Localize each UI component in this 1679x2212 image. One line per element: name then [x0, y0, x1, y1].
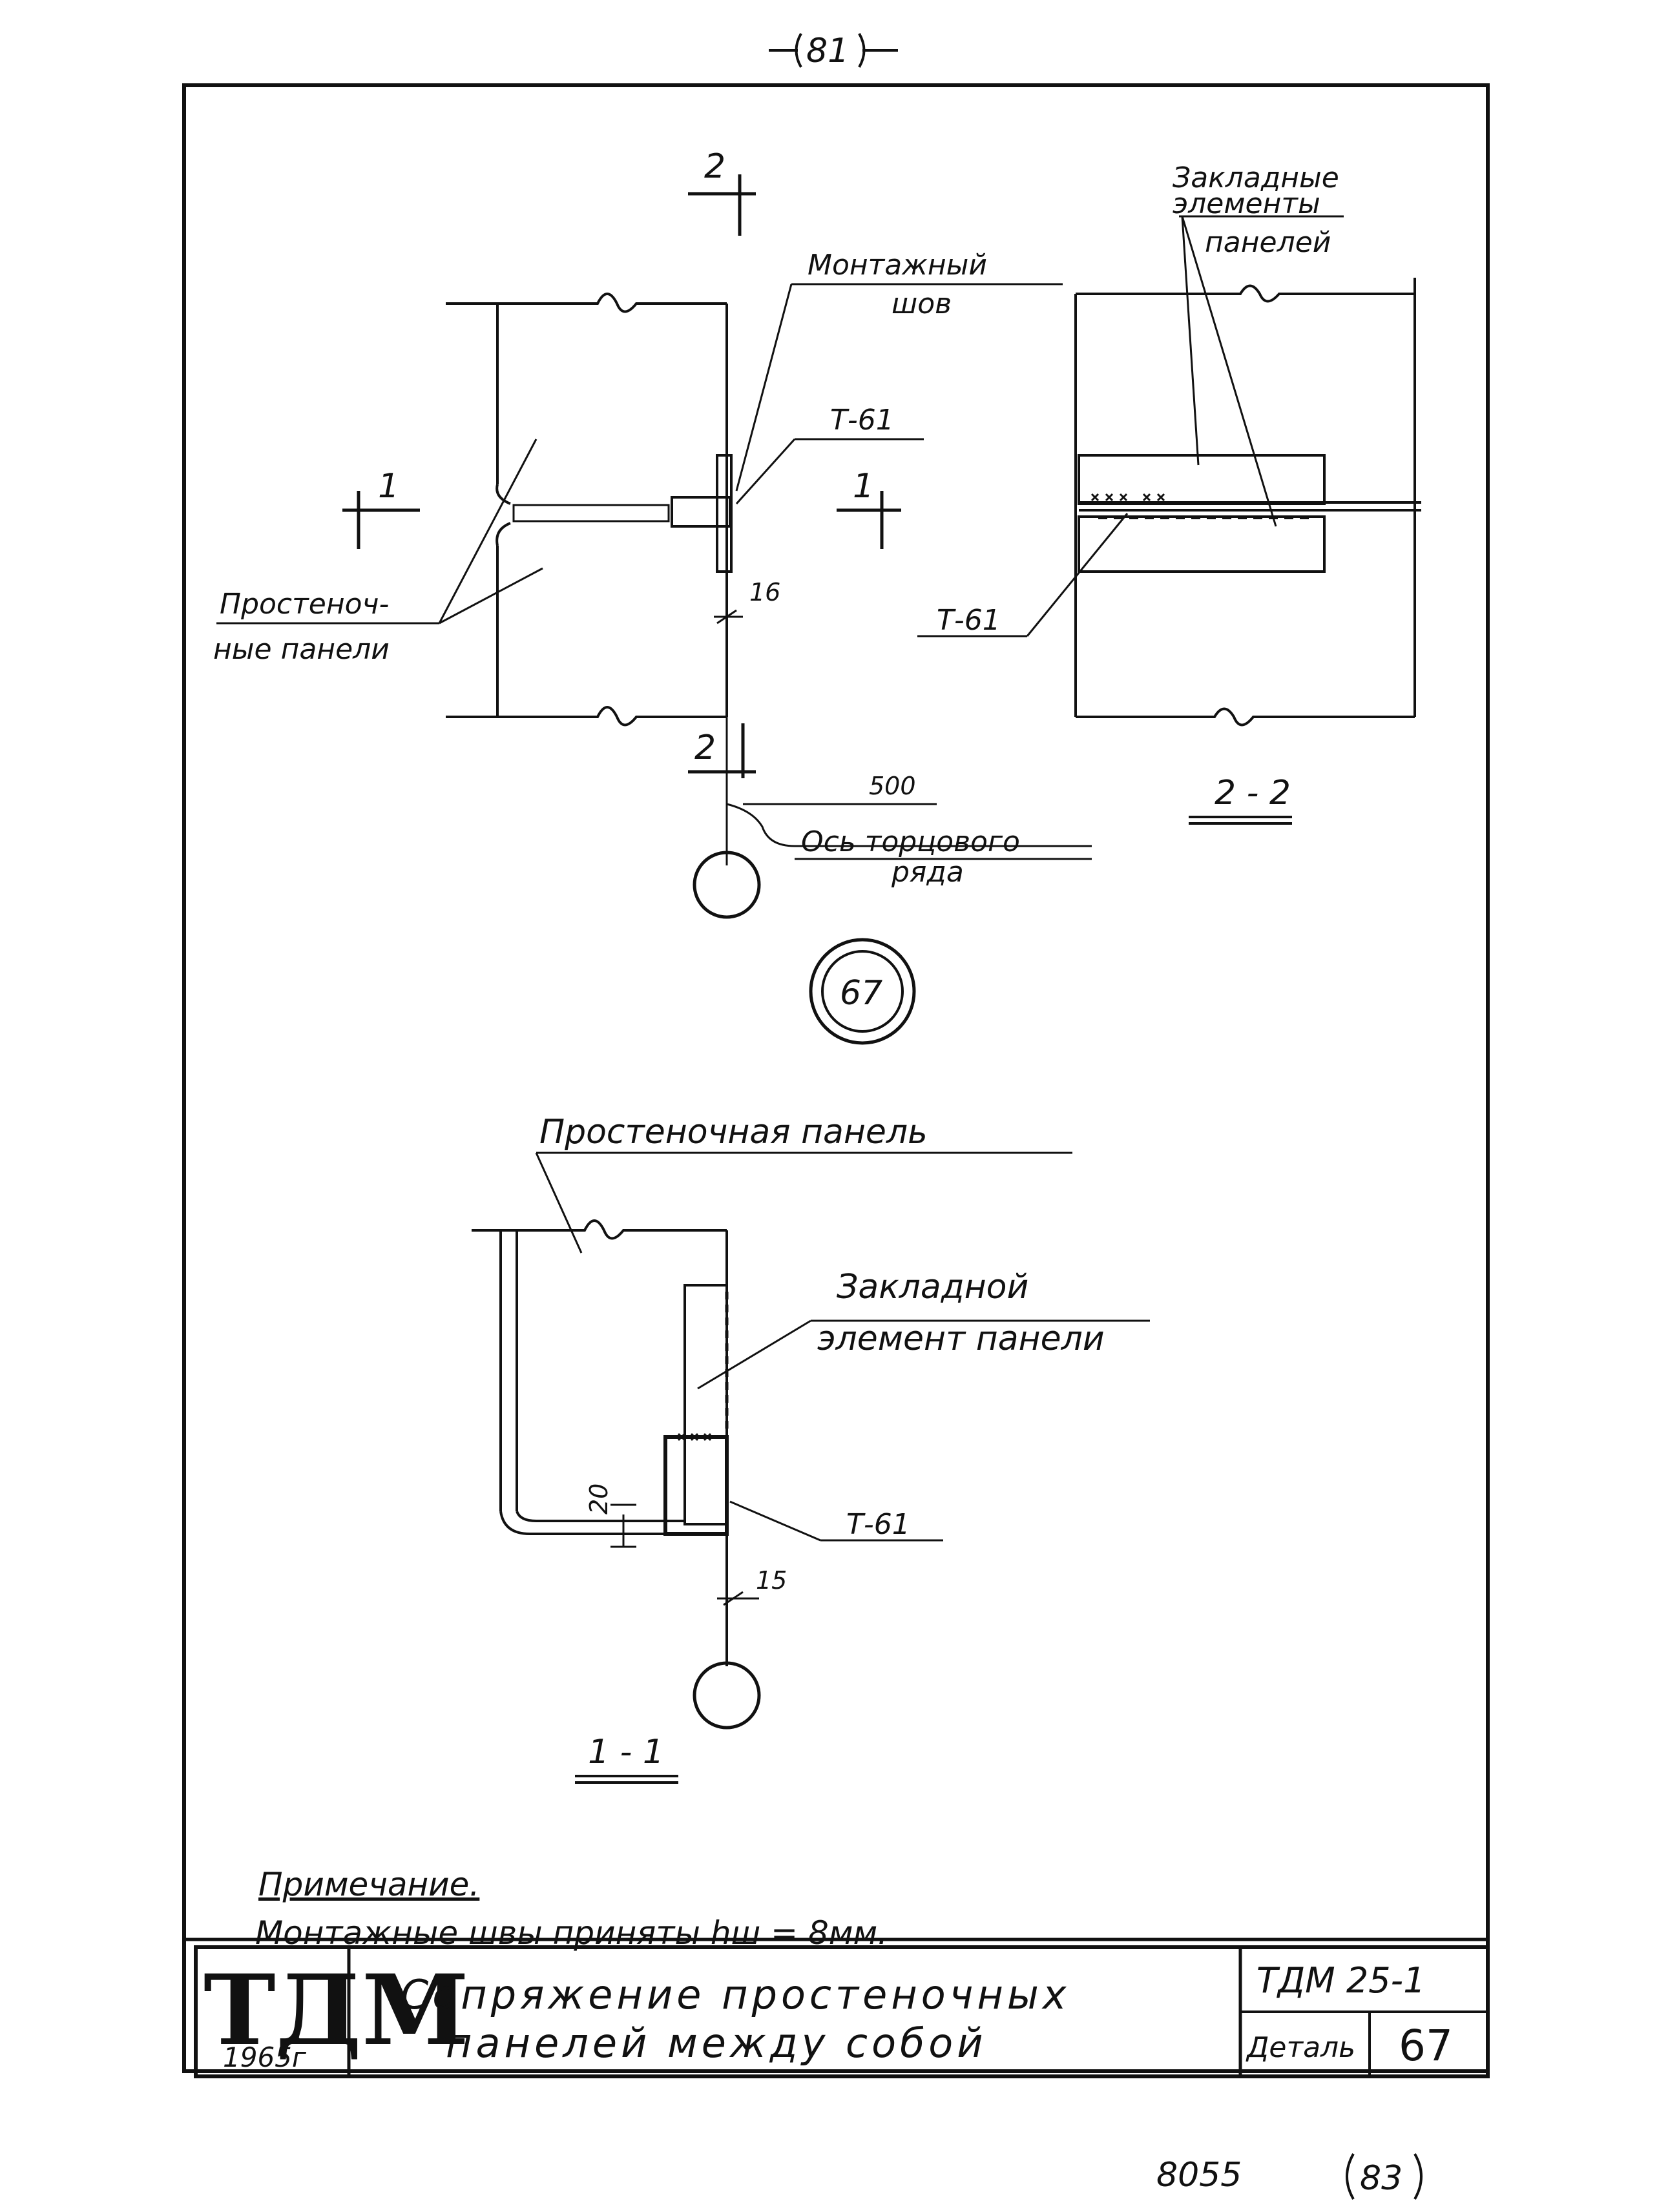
archive-number: 8055 — [1156, 2156, 1242, 2195]
section-mark-1-right — [837, 491, 901, 549]
section-1-1-caption: 1 - 1 — [588, 1733, 664, 1772]
section-mark-1-left-label: 1 — [378, 467, 399, 506]
dim-20: 20 — [585, 1483, 613, 1514]
weld-marks — [677, 493, 1165, 1442]
dim-15: 15 — [756, 1566, 787, 1595]
section-mark-2-bottom-label: 2 — [694, 729, 716, 767]
label-embedded-element-line2: элемент панели — [817, 1319, 1105, 1358]
page-number-bracket — [1346, 2153, 1423, 2200]
label-pier-panels-line2: ные панели — [213, 633, 390, 666]
section-mark-1-left — [342, 491, 420, 549]
drawing-title-line2: панелей между собой — [446, 2020, 987, 2067]
section-2-2-caption: 2 - 2 — [1215, 774, 1291, 812]
detail-label: Деталь — [1246, 2031, 1355, 2064]
section-2-2-view — [917, 215, 1421, 825]
label-t61-section11: Т-61 — [846, 1508, 910, 1541]
series-code: ТДМ 25-1 — [1257, 1960, 1425, 2001]
detail-number: 67 — [840, 974, 882, 1013]
detail-number-marker — [809, 938, 916, 1045]
label-embedded-element-line1: Закладной — [837, 1268, 1028, 1307]
drawing-title-line1: Сопряжение простеночных — [401, 1971, 1070, 2018]
frame — [182, 83, 1490, 2073]
logo-tdm: ТДМ — [203, 1954, 469, 2067]
plan-view — [216, 283, 1092, 919]
stamp-year: 1965г — [223, 2041, 307, 2073]
label-pier-panels-line1: Простеноч- — [220, 588, 389, 621]
dim-16: 16 — [749, 578, 780, 606]
label-welding-seam-line1: Монтажный — [808, 249, 987, 282]
detail-value: 67 — [1399, 2021, 1453, 2071]
section-mark-2-top — [688, 174, 756, 236]
axis-label-line2: ряда — [891, 856, 964, 889]
label-embedded-line3: панелей — [1205, 226, 1331, 259]
axis-label-line1: Ось торцового — [801, 825, 1020, 858]
label-t61-section: Т-61 — [937, 604, 1001, 637]
sheet-number-text: 81 — [806, 32, 849, 70]
section-mark-1-right-label: 1 — [853, 467, 874, 506]
label-welding-seam-line2: шов — [892, 287, 952, 320]
section-1-1-view — [472, 1152, 1150, 1784]
title-block — [194, 1945, 1490, 2078]
dim-500: 500 — [869, 772, 916, 800]
page-number-bottom: 83 — [1360, 2159, 1403, 2198]
section-mark-2-bottom — [688, 723, 756, 778]
section-mark-2-top-label: 2 — [704, 147, 725, 186]
label-embedded-line2: элементы — [1173, 187, 1320, 220]
label-pier-panel: Простеночная панель — [539, 1113, 928, 1152]
label-embedded-line1: Закладные — [1173, 161, 1339, 194]
sheet-number-top: 81 — [769, 32, 898, 70]
note-heading: Примечание. — [258, 1866, 479, 1903]
label-t61-plan: Т-61 — [830, 404, 894, 437]
